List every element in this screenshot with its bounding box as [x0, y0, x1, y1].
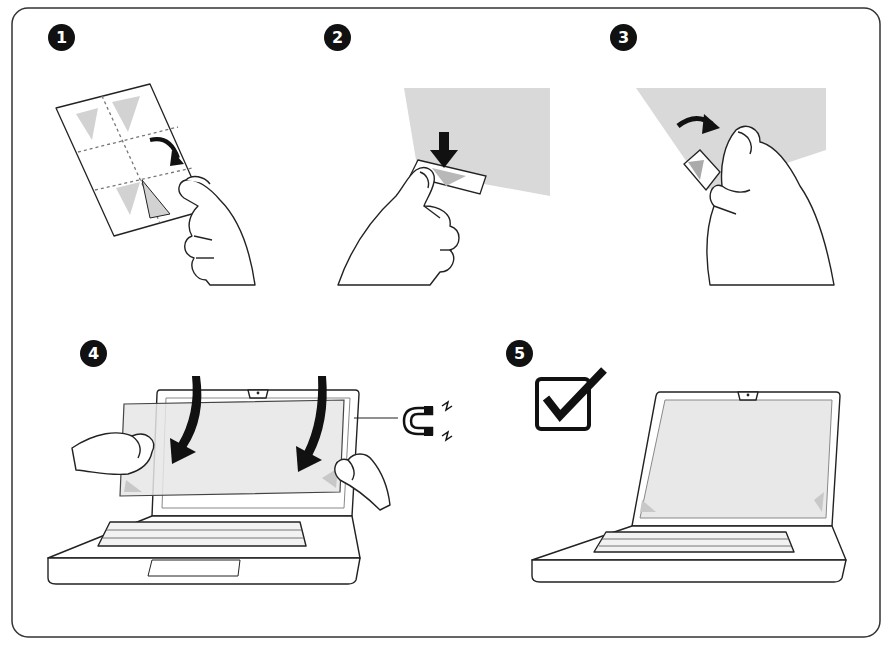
frame: [12, 8, 880, 637]
hand: [72, 433, 390, 510]
laptop: [532, 392, 846, 582]
checkmark-box: [537, 370, 604, 429]
magnet-icon: [354, 402, 452, 440]
placement-arrow: [170, 376, 327, 472]
step-number-text: 1: [56, 30, 67, 46]
step-number: 1: [48, 24, 75, 51]
step-number: 2: [324, 24, 351, 51]
step-number-text: 3: [618, 30, 629, 46]
hand: [179, 177, 255, 285]
step-number-text: 2: [332, 30, 343, 46]
step-number: 3: [610, 24, 637, 51]
step-number-text: 4: [88, 346, 99, 362]
tab-sheet: [56, 84, 206, 236]
step-number: 5: [506, 340, 533, 367]
step-number: 4: [80, 340, 107, 367]
laptop: [48, 390, 360, 584]
hand: [707, 126, 834, 285]
step-number-text: 5: [514, 346, 525, 362]
hand: [338, 168, 459, 285]
